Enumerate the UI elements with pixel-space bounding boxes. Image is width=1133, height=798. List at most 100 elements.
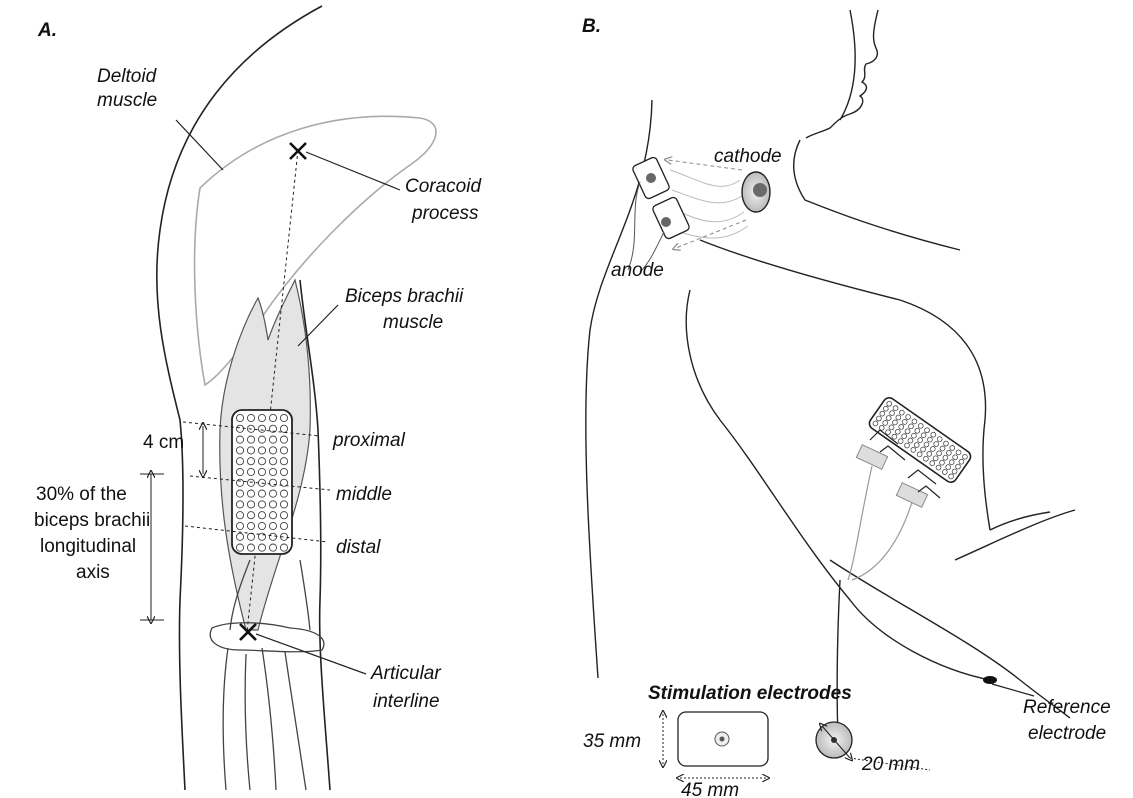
electrode-contact [280,490,287,497]
electrode-contact [258,447,265,454]
electrode-contact [247,447,254,454]
electrode-contact [247,468,254,475]
face-profile [806,10,878,138]
electrode-contact [247,479,254,486]
electrode-contact [258,490,265,497]
electrode-contact [280,414,287,421]
panel-a-title: A. [37,20,57,41]
articular-label-1: Articular [370,663,441,684]
electrode-contact [258,436,265,443]
electrode-contact [236,458,243,465]
anode-label: anode [611,260,664,281]
electrode-contact [247,436,254,443]
axis-note-1: 30% of the [36,484,127,505]
electrode-contact [269,501,276,508]
electrode-contact [280,436,287,443]
electrode-contact [236,501,243,508]
electrode-contact [269,490,276,497]
electrode-contact [280,425,287,432]
electrode-contact [280,501,287,508]
electrode-contact [280,522,287,529]
shoulder-line [700,240,990,530]
dim-20-label: 20 mm [861,754,920,775]
electrode-contact [258,512,265,519]
electrode-contact [280,447,287,454]
electrode-contact [269,436,276,443]
electrode-contact [247,490,254,497]
electrode-contact [280,458,287,465]
electrode-contact [269,512,276,519]
electrode-contact [236,512,243,519]
electrode-contact [280,544,287,551]
deltoid-label-2: muscle [97,90,157,111]
deltoid-shape [195,116,436,385]
articular-leader [256,634,366,674]
electrode-contact [269,468,276,475]
dim-45-label: 45 mm [681,780,739,798]
side-line [837,580,840,740]
electrode-contact [236,468,243,475]
coracoid-label-1: Coracoid [405,176,482,197]
electrode-contact [236,436,243,443]
electrode-contact [247,501,254,508]
forearm [955,510,1075,560]
head-back [840,10,855,120]
electrode-contact [258,544,265,551]
electrode-contact [269,458,276,465]
axis-note-4: axis [76,562,110,583]
electrode-contact [269,544,276,551]
electrode-contact [269,533,276,540]
electrode-contact [280,468,287,475]
biceps-label-2: muscle [383,312,443,333]
cathode-dot [753,183,767,197]
distal-label: distal [336,537,381,558]
middle-label: middle [336,484,392,505]
stim-title: Stimulation electrodes [648,683,852,704]
anode-cable [628,182,640,270]
electrode-contact [236,544,243,551]
electrode-contact [236,522,243,529]
electrode-contact [236,447,243,454]
arm-bottom [830,560,1070,718]
coracoid-cross-icon [290,143,306,159]
anode-dot-lower [661,217,671,227]
electrode-contact [236,414,243,421]
electrode-contact [247,533,254,540]
reference-label-2: electrode [1028,723,1106,744]
axis-note-2: biceps brachii [34,510,150,531]
panel-b: B. cathode anode [582,10,1111,798]
electrode-contact [258,458,265,465]
reference-electrode [983,676,997,684]
reference-label-1: Reference [1023,697,1111,718]
neck-line [794,140,960,250]
electrode-contact [269,414,276,421]
electrode-contact [280,512,287,519]
electrode-contact [269,447,276,454]
electrode-contact [236,533,243,540]
biceps-label-1: Biceps brachii [345,286,464,307]
cathode-label: cathode [714,146,782,167]
electrode-contact [258,414,265,421]
panel-a: A. Deltoid muscle Biceps brachii muscle … [34,6,482,790]
electrode-contact [258,425,265,432]
deltoid-label-1: Deltoid [97,66,158,87]
electrode-contact [236,490,243,497]
dim-35-label: 35 mm [583,731,641,752]
electrode-contact [247,414,254,421]
anode-dot-upper [646,173,656,183]
electrode-contact [258,501,265,508]
panel-b-title: B. [582,16,601,37]
rect-electrode-dot [720,737,725,742]
dim-4cm-label: 4 cm [143,432,184,453]
electrode-contact [258,468,265,475]
axis-note-3: longitudinal [40,536,136,557]
proximal-label: proximal [332,430,406,451]
electrode-contact [269,479,276,486]
electrode-contact [269,522,276,529]
electrode-contact [247,458,254,465]
coracoid-label-2: process [411,203,479,224]
electrode-contact [247,544,254,551]
articular-label-2: interline [373,691,440,712]
electrode-contact [236,479,243,486]
